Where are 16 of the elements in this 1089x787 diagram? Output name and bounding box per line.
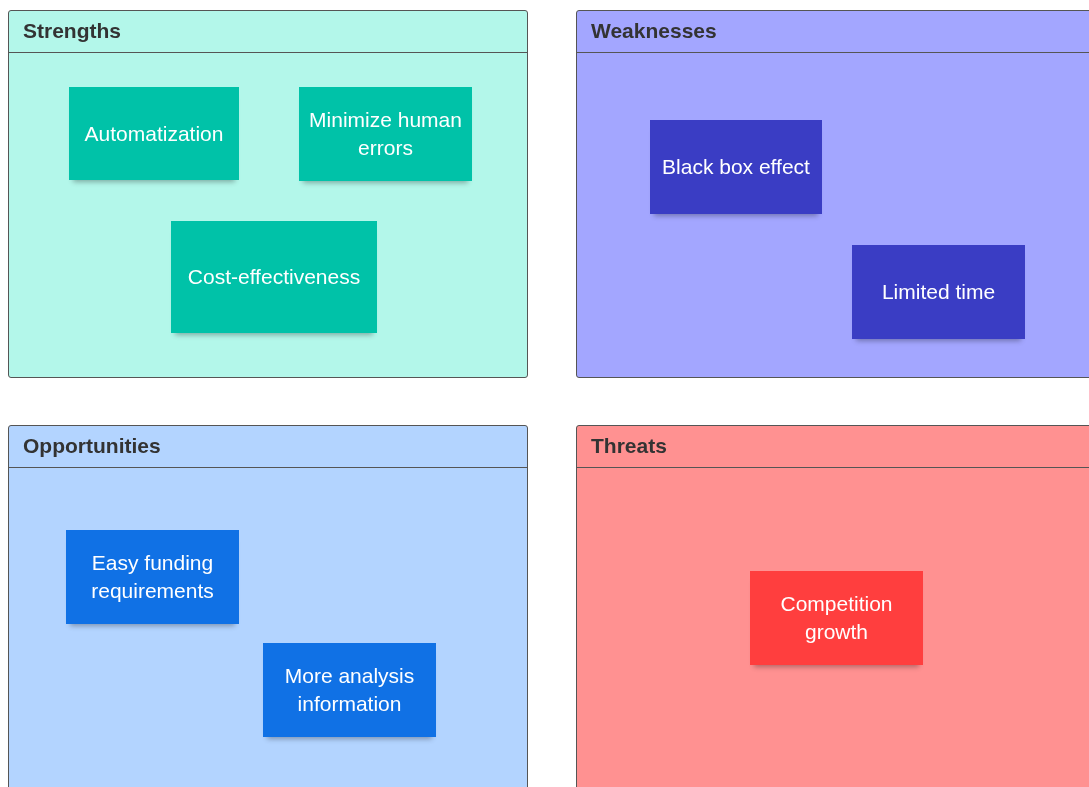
sticky-note: Cost-effectiveness bbox=[171, 221, 377, 333]
sticky-note: More analysis information bbox=[263, 643, 436, 737]
quadrant-panel bbox=[576, 425, 1089, 787]
quadrant-panel bbox=[8, 425, 528, 787]
sticky-note: Minimize human errors bbox=[299, 87, 472, 181]
quadrant-panel bbox=[8, 10, 528, 378]
sticky-note: Limited time bbox=[852, 245, 1025, 339]
quadrant-heading: Strengths bbox=[23, 19, 121, 43]
sticky-note: Easy funding requirements bbox=[66, 530, 239, 624]
quadrant-panel bbox=[576, 10, 1089, 378]
sticky-note: Black box effect bbox=[650, 120, 822, 214]
quadrant-heading: Weaknesses bbox=[591, 19, 717, 43]
sticky-note: Competition growth bbox=[750, 571, 923, 665]
sticky-note: Automatization bbox=[69, 87, 239, 180]
quadrant-heading: Opportunities bbox=[23, 434, 161, 458]
quadrant-heading: Threats bbox=[591, 434, 667, 458]
